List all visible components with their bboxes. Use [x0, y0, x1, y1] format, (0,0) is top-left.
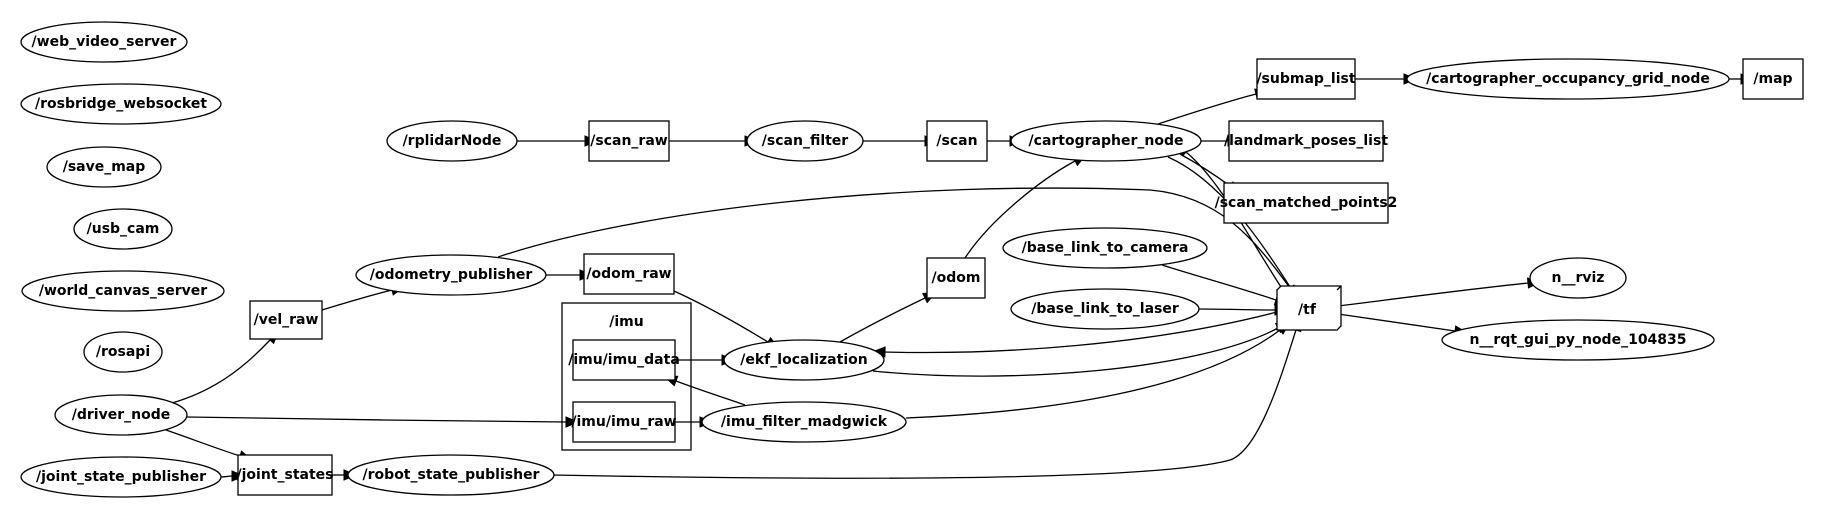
node-scan-matched-points2[interactable]: /scan_matched_points2	[1215, 182, 1398, 224]
node-label: /imu/imu_data	[568, 352, 680, 368]
node-joint-state-publisher[interactable]: /joint_state_publisher	[20, 456, 222, 498]
edge-odom_raw-to-ekf_localization	[673, 290, 780, 349]
node-label: /world_canvas_server	[39, 283, 207, 299]
node-label: /tf	[1298, 302, 1317, 318]
edge-cartographer_node-to-submap_list	[1157, 88, 1269, 125]
node-label: /joint_state_publisher	[36, 469, 206, 485]
edge-scan_filter-to-scan	[862, 135, 939, 147]
node-label: /save_map	[63, 159, 146, 175]
node-label: /vel_raw	[254, 312, 319, 328]
node-landmark-poses-list[interactable]: /landmark_poses_list	[1224, 120, 1388, 162]
edge-driver_node-to-vel_raw	[171, 330, 280, 404]
edge-rplidarNode-to-scan_raw	[516, 135, 599, 147]
node-usb-cam[interactable]: /usb_cam	[73, 208, 173, 250]
node-ekf-localization[interactable]: /ekf_localization	[723, 339, 885, 381]
node-world-canvas-server[interactable]: /world_canvas_server	[21, 270, 225, 312]
edge-driver_node-to-imu_raw	[186, 416, 580, 428]
node-label: /submap_list	[1256, 71, 1355, 87]
node-label: /base_link_to_camera	[1022, 240, 1189, 256]
node-label: /cartographer_node	[1029, 133, 1184, 149]
edge-base_link_to_laser-to-tf	[1198, 304, 1289, 316]
edge-cartographer_node-to-tf	[1167, 156, 1300, 302]
node-label: /scan_filter	[762, 133, 849, 149]
node-label: /rosapi	[96, 344, 150, 360]
node-label: /cartographer_occupancy_grid_node	[1426, 71, 1710, 87]
node-n-rqt-gui[interactable]: n__rqt_gui_py_node_104835	[1441, 319, 1715, 361]
node-odom-raw[interactable]: /odom_raw	[583, 253, 675, 295]
node-base-link-to-camera[interactable]: /base_link_to_camera	[1002, 227, 1208, 269]
node-robot-state-publisher[interactable]: /robot_state_publisher	[347, 454, 555, 496]
node-label: /driver_node	[72, 407, 170, 423]
node-base-link-to-laser[interactable]: /base_link_to_laser	[1010, 288, 1200, 330]
node-label: /odometry_publisher	[370, 267, 533, 283]
node-label: /map	[1753, 71, 1792, 87]
node-joint-states[interactable]: /joint_states	[237, 454, 334, 496]
node-rosbridge-websocket[interactable]: /rosbridge_websocket	[20, 83, 222, 125]
node-label: /imu/imu_raw	[571, 414, 676, 430]
edge-imu_filter_madgwick-to-imu_data	[663, 375, 746, 406]
node-label: /robot_state_publisher	[363, 467, 540, 483]
node-cartographer-node[interactable]: /cartographer_node	[1010, 120, 1202, 162]
node-label: /web_video_server	[32, 34, 177, 50]
node-odom[interactable]: /odom	[926, 257, 986, 299]
node-label: /rplidarNode	[403, 133, 502, 149]
node-vel-raw[interactable]: /vel_raw	[249, 300, 323, 340]
node-label: /imu_filter_madgwick	[721, 414, 888, 430]
edge-scan_raw-to-scan_filter	[668, 135, 759, 147]
node-label: /usb_cam	[87, 221, 160, 237]
arrowhead	[565, 416, 580, 428]
node-save-map[interactable]: /save_map	[46, 146, 162, 188]
node-scan[interactable]: /scan	[926, 120, 988, 162]
node-label: n__rqt_gui_py_node_104835	[1469, 332, 1686, 348]
node-imu-data[interactable]: /imu/imu_data	[568, 339, 680, 381]
node-label: /scan	[936, 133, 977, 149]
node-label: /base_link_to_laser	[1031, 301, 1179, 317]
edge-ekf_localization-to-tf	[872, 321, 1290, 377]
edge-tf-to-n_rqt_gui	[1337, 313, 1469, 337]
cluster-label: /imu	[609, 314, 643, 330]
node-label: /landmark_poses_list	[1224, 133, 1388, 149]
node-n-rviz[interactable]: n__rviz	[1529, 257, 1627, 299]
node-scan-raw[interactable]: /scan_raw	[588, 120, 670, 162]
node-rosapi[interactable]: /rosapi	[83, 331, 163, 373]
node-submap-list[interactable]: /submap_list	[1256, 58, 1356, 100]
node-tf[interactable]: /tf	[1276, 285, 1342, 331]
node-label: n__rviz	[1552, 270, 1605, 286]
node-odometry-publisher[interactable]: /odometry_publisher	[355, 254, 547, 296]
node-label: /ekf_localization	[740, 352, 867, 368]
node-imu-filter-madgwick[interactable]: /imu_filter_madgwick	[701, 401, 907, 443]
node-rplidarNode[interactable]: /rplidarNode	[386, 120, 518, 162]
edge-ekf_localization-to-odom	[839, 292, 937, 343]
edge-tf-to-n_rviz	[1337, 277, 1542, 307]
node-label: /joint_states	[237, 467, 334, 483]
node-imu-raw[interactable]: /imu/imu_raw	[571, 401, 677, 443]
node-map[interactable]: /map	[1742, 58, 1804, 100]
node-label: /odom	[932, 270, 981, 286]
cluster-imu: /imu	[561, 302, 692, 451]
node-label: /scan_raw	[590, 133, 668, 149]
node-label: /rosbridge_websocket	[35, 96, 207, 112]
node-driver-node[interactable]: /driver_node	[54, 394, 188, 436]
node-web-video-server[interactable]: /web_video_server	[20, 21, 188, 63]
node-cartographer-occupancy-grid-node[interactable]: /cartographer_occupancy_grid_node	[1406, 58, 1730, 100]
node-scan-filter[interactable]: /scan_filter	[746, 120, 864, 162]
node-label: /scan_matched_points2	[1215, 195, 1398, 211]
node-label: /odom_raw	[586, 266, 671, 282]
